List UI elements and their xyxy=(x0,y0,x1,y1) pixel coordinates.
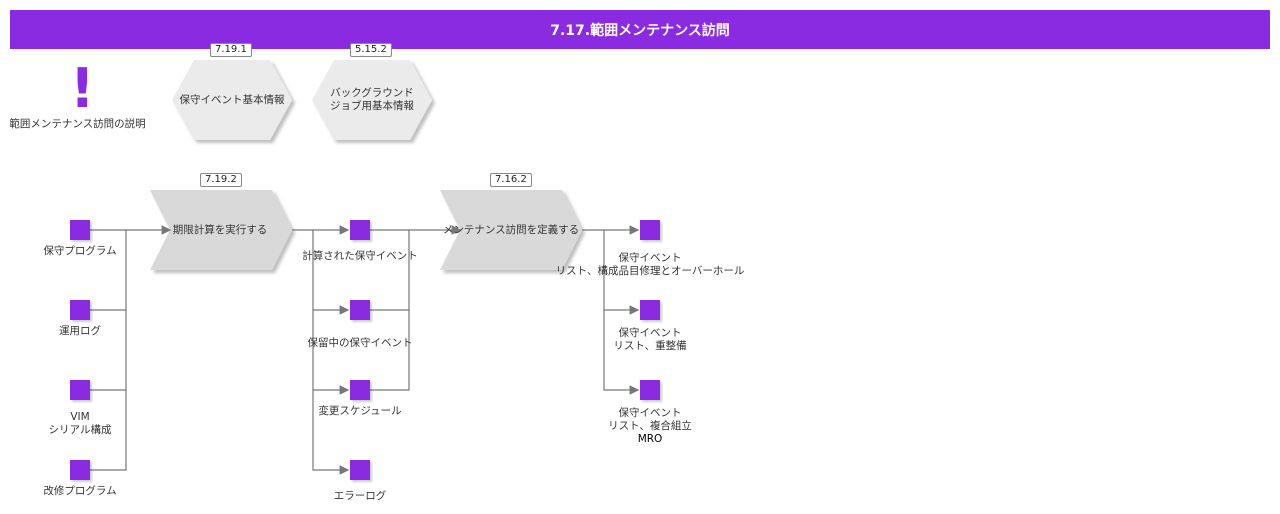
hexagon-shape xyxy=(312,60,432,140)
hexagon-label[interactable]: バックグラウンド ジョブ用基本情報 xyxy=(330,87,414,112)
input-label: 運用ログ xyxy=(59,325,101,337)
output-label: 保守イベント リスト、複合組立 xyxy=(608,407,692,432)
version-badge: 5.15.2 xyxy=(350,43,392,57)
exclamation-icon: ! xyxy=(70,57,95,120)
output-object[interactable] xyxy=(640,380,660,400)
version-badge: 7.19.1 xyxy=(210,43,252,57)
input-object[interactable] xyxy=(70,220,90,240)
description-label[interactable]: 範囲メンテナンス訪問の説明 xyxy=(9,118,146,130)
intermediate-label: 変更スケジュール xyxy=(318,405,402,417)
intermediate-label: エラーログ xyxy=(333,490,387,502)
input-object[interactable] xyxy=(70,380,90,400)
process-chevron xyxy=(440,190,582,270)
input-label: 改修プログラム xyxy=(43,485,117,497)
page-title: 7.17.範囲メンテナンス訪問 xyxy=(10,10,1270,49)
process-label[interactable]: メンテナンス訪問を定義する xyxy=(442,223,580,236)
input-label: 保守プログラム xyxy=(43,245,117,257)
intermediate-object[interactable] xyxy=(350,460,370,480)
intermediate-label: 計算された保守イベント xyxy=(302,250,418,262)
hexagon-shape xyxy=(172,60,292,140)
version-badge: 7.16.2 xyxy=(490,173,532,187)
version-badge: 7.19.2 xyxy=(200,173,242,187)
intermediate-object[interactable] xyxy=(350,220,370,240)
intermediate-object[interactable] xyxy=(350,380,370,400)
output-label-extra: MRO xyxy=(637,433,663,445)
output-label: 保守イベント リスト、重整備 xyxy=(613,327,687,352)
process-chevron xyxy=(150,190,292,270)
output-object[interactable] xyxy=(640,220,660,240)
hexagon-label[interactable]: 保守イベント基本情報 xyxy=(179,93,285,106)
input-label: VIM シリアル構成 xyxy=(48,411,112,436)
input-object[interactable] xyxy=(70,460,90,480)
output-object[interactable] xyxy=(640,300,660,320)
intermediate-object[interactable] xyxy=(350,300,370,320)
process-label[interactable]: 期限計算を実行する xyxy=(172,223,268,236)
intermediate-label: 保留中の保守イベント xyxy=(307,337,413,349)
input-object[interactable] xyxy=(70,300,90,320)
output-label: 保守イベント リスト、構成品目修理とオーバーホール xyxy=(555,252,745,277)
